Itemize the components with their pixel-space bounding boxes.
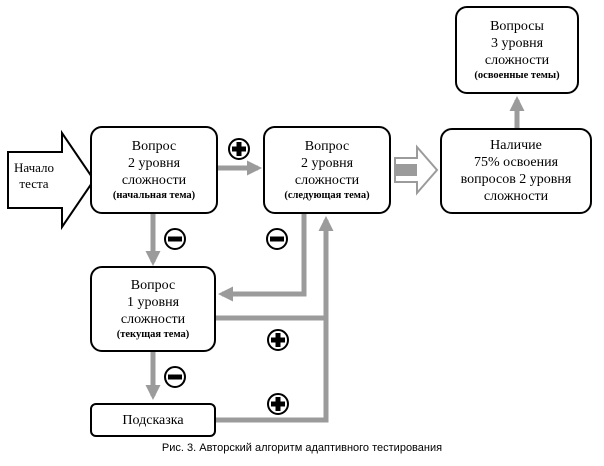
q2-start-box: Вопрос 2 уровня сложности (начальная тем… [90, 126, 218, 214]
start-block-arrow [7, 129, 96, 231]
q2-next-line2: 2 уровня [300, 155, 354, 171]
condition-line4: сложности [483, 189, 549, 204]
arrow-q1-to-q2next [216, 216, 334, 321]
start-label-line1: Начало [13, 160, 55, 175]
q2-start-sub: (начальная тема) [112, 189, 196, 201]
minus-icon [164, 228, 186, 250]
q2-start-line3: сложности [121, 172, 187, 188]
condition-box: Наличие 75% освоения вопросов 2 уровня с… [440, 128, 592, 214]
hint-box: Подсказка [90, 403, 216, 437]
arrow-double-inner [395, 164, 417, 176]
q2-start-line1: Вопрос [131, 138, 177, 154]
figure-caption: Рис. 3. Авторский алгоритм адаптивного т… [161, 442, 443, 454]
q1-box: Вопрос 1 уровня сложности (текущая тема) [90, 266, 216, 352]
q3-sub: (освоенные темы) [474, 69, 560, 81]
q1-sub: (текущая тема) [116, 328, 190, 340]
q3-line3: сложности [484, 52, 550, 68]
condition-line2: 75% освоения [473, 155, 559, 170]
minus-icon [266, 228, 288, 250]
q1-line1: Вопрос [130, 277, 176, 293]
q3-line2: 3 уровня [490, 35, 544, 51]
hint-label: Подсказка [122, 412, 184, 428]
q2-next-line3: сложности [294, 172, 360, 188]
start-label: Начало теста [8, 160, 60, 192]
plus-icon [267, 393, 289, 415]
start-label-line2: теста [19, 176, 49, 191]
q3-box: Вопросы 3 уровня сложности (освоенные те… [455, 6, 579, 94]
condition-line3: вопросов 2 уровня [460, 172, 572, 187]
q2-next-sub: (следующая тема) [284, 189, 370, 201]
q2-next-line1: Вопрос [304, 138, 350, 154]
q2-next-box: Вопрос 2 уровня сложности (следующая тем… [263, 126, 391, 214]
q1-line3: сложности [120, 311, 186, 327]
minus-icon [164, 366, 186, 388]
q1-line2: 1 уровня [126, 294, 180, 310]
plus-icon [228, 138, 250, 160]
arrow-hint-to-q2next [216, 320, 329, 423]
q2-start-line2: 2 уровня [127, 155, 181, 171]
condition-line1: Наличие [490, 138, 542, 153]
arrow-q2next-to-q1 [218, 214, 307, 302]
q3-line1: Вопросы [490, 18, 544, 34]
plus-icon [267, 329, 289, 351]
